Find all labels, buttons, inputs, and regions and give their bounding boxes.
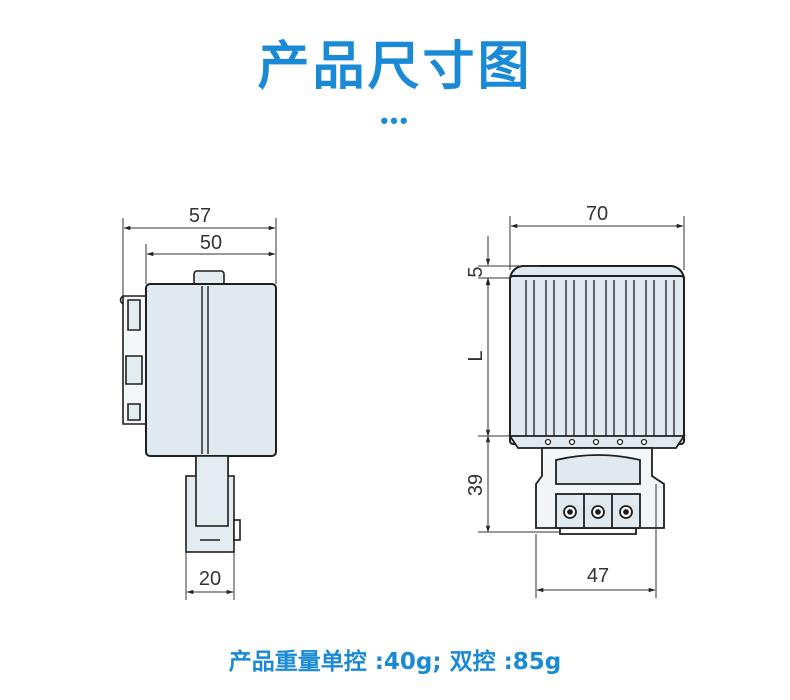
front-housing bbox=[509, 275, 685, 445]
dim-side-bracket-width: 20 bbox=[199, 568, 221, 590]
title-separator-dots: ••• bbox=[380, 108, 410, 133]
side-bracket bbox=[185, 455, 241, 553]
dim-front-terminal-height: 39 bbox=[465, 474, 487, 496]
dim-front-top-offset: 5 bbox=[465, 266, 487, 277]
dim-side-outer-width: 57 bbox=[189, 205, 211, 227]
dim-front-terminal-width: 47 bbox=[587, 565, 609, 587]
dim-front-width: 70 bbox=[586, 203, 608, 225]
dim-front-length: L bbox=[465, 350, 487, 361]
page-title: 产品尺寸图 bbox=[257, 37, 533, 97]
dim-side-inner-width: 50 bbox=[200, 232, 222, 254]
din-rail-clip bbox=[119, 295, 147, 425]
side-housing bbox=[145, 283, 277, 457]
terminal-block bbox=[535, 447, 665, 535]
weight-note: 产品重量单控 :40g; 双控 :85g bbox=[228, 649, 562, 675]
top-tab bbox=[193, 270, 225, 286]
cooling-fins bbox=[525, 280, 675, 440]
front-view: 70 5 L 39 47 bbox=[465, 203, 686, 598]
side-view: 57 50 20 bbox=[119, 205, 277, 600]
